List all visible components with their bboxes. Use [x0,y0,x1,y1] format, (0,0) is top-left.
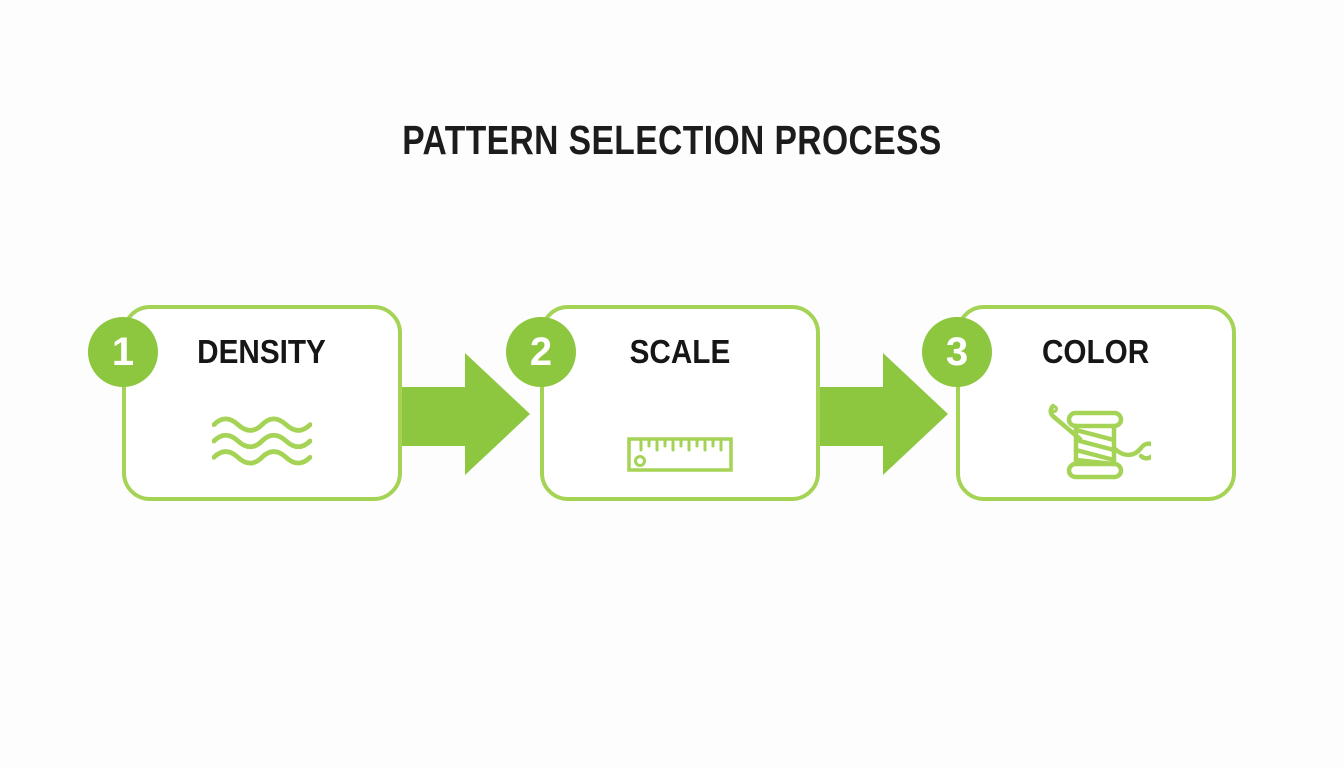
step-number-badge: 2 [506,317,576,387]
page-title-text: PATTERN SELECTION PROCESS [402,117,942,163]
arrow-right-icon [402,353,530,475]
step-box-scale: 2 SCALE [506,305,820,501]
ruler-icon [627,437,733,478]
step-label: SCALE [629,333,731,370]
waves-icon [211,415,313,472]
step-label: COLOR [1042,333,1150,370]
step-box-density: 1 DENSITY [88,305,402,501]
step-label: DENSITY [197,333,327,370]
step-number: 2 [529,329,553,374]
step-box-color: 3 COLOR [922,305,1236,501]
step-number: 3 [945,329,969,374]
page-title: PATTERN SELECTION PROCESS [0,120,1344,161]
step-number: 1 [111,329,135,374]
step-number-badge: 3 [922,317,992,387]
arrow-right-icon [820,353,948,475]
thread-spool-icon [1041,401,1158,494]
step-number-badge: 1 [88,317,158,387]
